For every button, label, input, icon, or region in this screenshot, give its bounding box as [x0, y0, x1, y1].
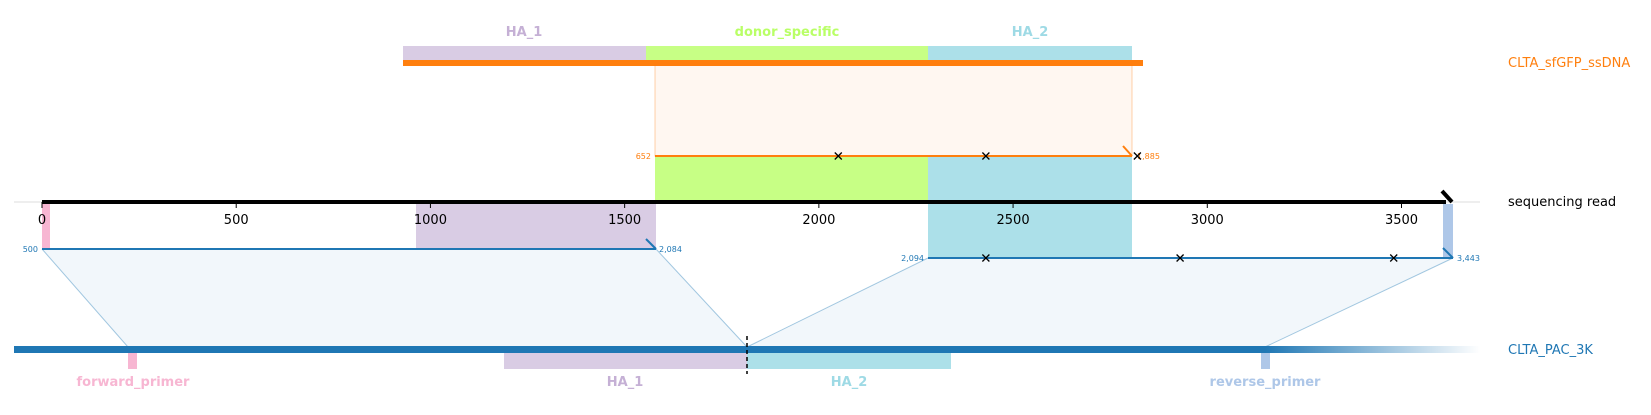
read-tick-label: 2000: [802, 213, 835, 228]
read-tick-label: 3500: [1385, 213, 1418, 228]
read-ha2-feature: [928, 204, 1132, 258]
ssdna-donor-specific-feature: [646, 46, 928, 61]
mismatch-mark: [981, 152, 990, 160]
mismatch-mark: [1176, 254, 1185, 262]
target-alignment-2-shade: [747, 258, 1453, 347]
target-alignment-2-start: 2,094: [901, 254, 924, 263]
target-mismatch-marks: [981, 254, 1398, 262]
read-reverse-primer: [1443, 204, 1453, 258]
ssdna-bar: [403, 60, 1143, 66]
mismatch-mark: [981, 254, 990, 262]
target-reference: forward_primer HA_1 HA_2 reverse_primer …: [14, 336, 1593, 390]
ssdna-alignment-arrow: [1122, 145, 1133, 157]
ssdna-alignment-shade: [654, 62, 1133, 157]
mismatch-mark: [834, 152, 843, 160]
target-alignment-2-arrow: [1442, 247, 1454, 259]
ssdna-donor-label: donor_specific: [735, 25, 840, 40]
read-tick-label: 2500: [997, 213, 1030, 228]
read-tick-label: 0: [38, 213, 46, 228]
ssdna-ha2-feature: [928, 46, 1132, 61]
read-ha1-feature: [416, 204, 656, 249]
read-name-label: sequencing read: [1508, 195, 1616, 210]
target-alignment-1-left-edge: [41, 248, 129, 348]
target-bar-fade: [1265, 346, 1480, 353]
target-alignment-2-end: 3,443: [1457, 254, 1480, 263]
ssdna-alignment-donor-fill: [655, 156, 928, 202]
ssdna-alignment: 652 1,885: [636, 62, 1160, 202]
read-tick-label: 1000: [414, 213, 447, 228]
target-alignment-1-end: 2,084: [659, 245, 682, 254]
ssdna-alignment-ha2-fill: [928, 156, 1132, 202]
target-ha2-label: HA_2: [831, 375, 868, 390]
target-reverse-primer: [1261, 350, 1270, 369]
target-alignment-1-right-edge: [655, 248, 748, 348]
target-ha1-feature: [504, 350, 747, 369]
ssdna-alignment-start: 652: [636, 152, 651, 161]
read-reference: 0 500 1000 1500 2000 2500 3000 3500 sequencing …: [14, 189, 1616, 258]
target-alignment-2-left-edge: [746, 257, 929, 348]
ssdna-ha1-feature: [403, 46, 646, 61]
ssdna-ha1-label: HA_1: [506, 25, 543, 40]
ssdna-alignment-end: 1,885: [1137, 152, 1160, 161]
read-tick-label: 1500: [608, 213, 641, 228]
target-alignment-1-shade: [42, 249, 747, 347]
target-bar: [14, 346, 1265, 353]
target-forward-primer-label: forward_primer: [77, 375, 191, 390]
ssdna-mismatch-marks: [834, 152, 1142, 160]
mismatch-mark: [1133, 152, 1142, 160]
target-alignment-2: 2,094 3,443: [746, 247, 1480, 348]
target-alignment-1-arrow: [645, 238, 657, 250]
target-forward-primer: [128, 350, 137, 369]
read-forward-primer: [42, 204, 50, 249]
ssdna-reference: HA_1 donor_specific HA_2 CLTA_sfGFP_ssDN…: [403, 25, 1630, 71]
target-ha2-feature: [747, 350, 951, 369]
read-tick-label: 500: [224, 213, 249, 228]
target-reverse-primer-label: reverse_primer: [1210, 375, 1322, 390]
target-alignment-2-right-edge: [1264, 257, 1454, 348]
ssdna-ha2-label: HA_2: [1012, 25, 1049, 40]
read-axis-arrow: [1440, 189, 1454, 204]
mismatch-mark: [1389, 254, 1398, 262]
target-alignment-1-start: 500: [23, 245, 38, 254]
ssdna-name-label: CLTA_sfGFP_ssDNA: [1508, 56, 1630, 71]
target-name-label: CLTA_PAC_3K: [1508, 343, 1593, 358]
target-alignment-1: 500 2,084: [23, 238, 748, 348]
read-axis-ticks: 0 500 1000 1500 2000 2500 3000 3500: [38, 202, 1418, 228]
read-tick-label: 3000: [1191, 213, 1224, 228]
target-ha1-label: HA_1: [607, 375, 644, 390]
